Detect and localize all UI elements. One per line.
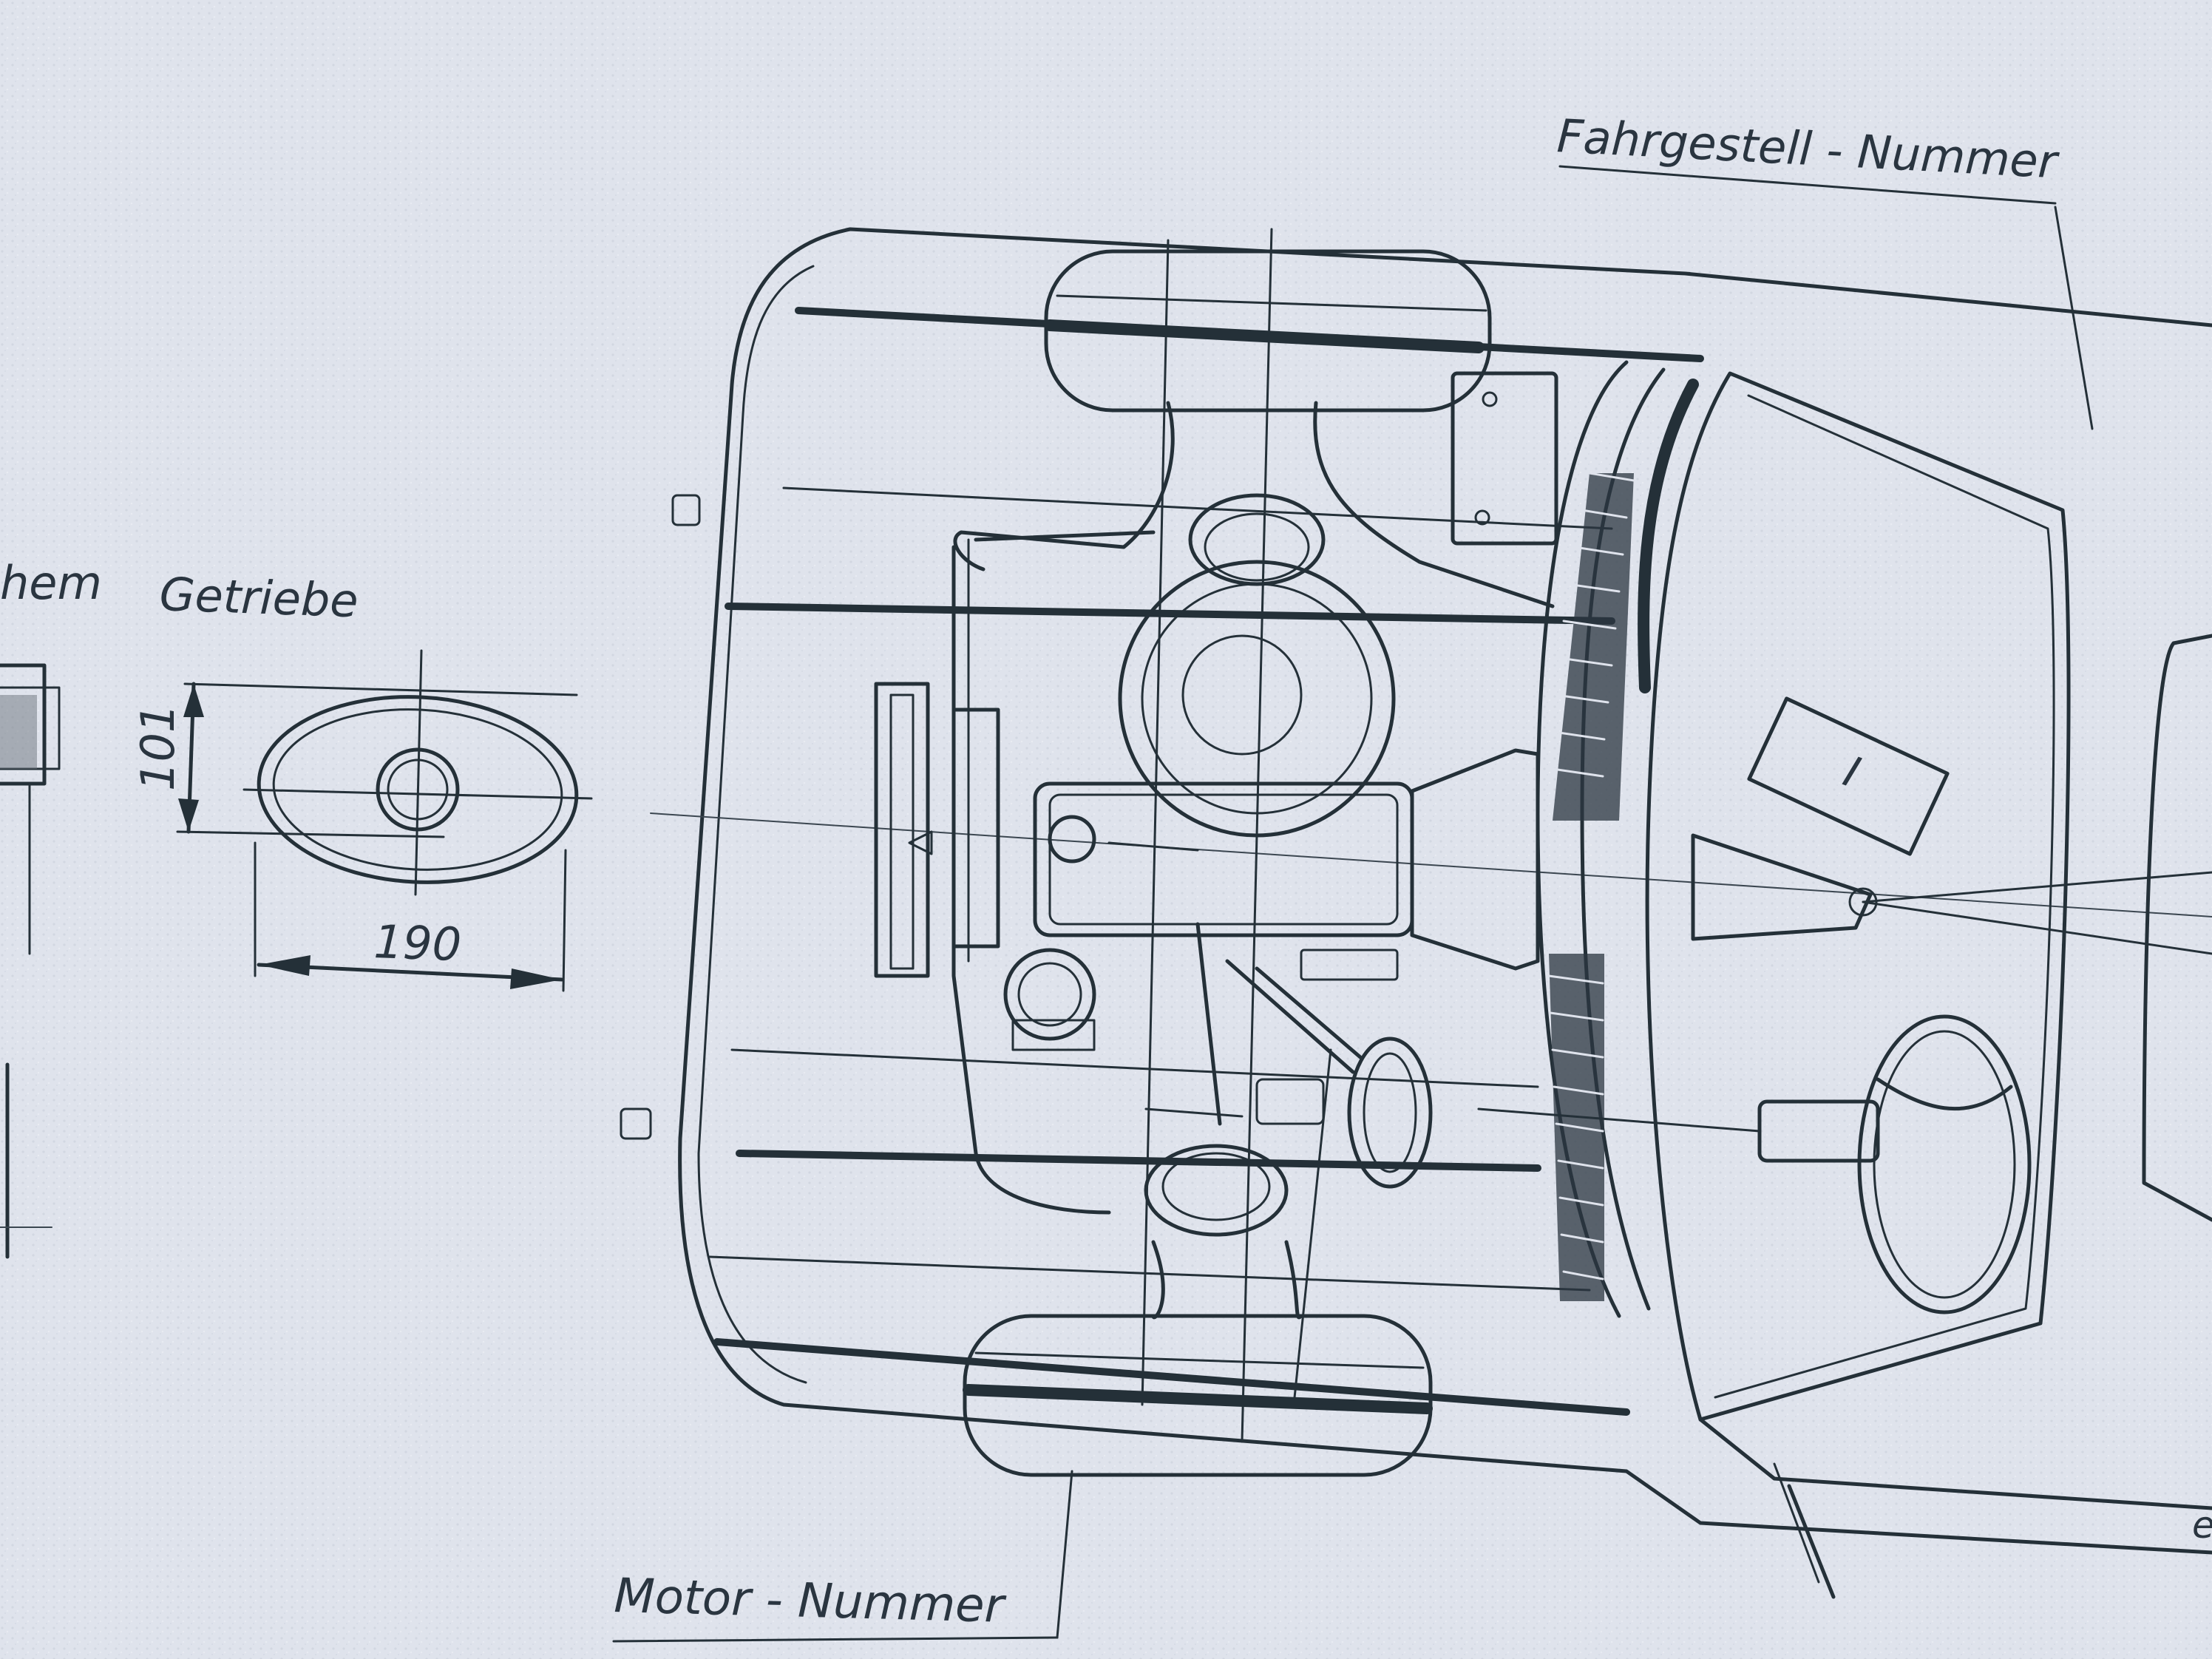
- front-right-wheel: [963, 1314, 1433, 1477]
- car-body: [620, 227, 2212, 1555]
- left-partial-component: [0, 663, 61, 1259]
- label-partial-right: e: [2192, 1504, 2212, 1547]
- gearbox-section: [176, 649, 593, 992]
- firewall-grille: [1536, 360, 1699, 1318]
- battery-box: [1451, 371, 1558, 546]
- cabin: [1477, 371, 2212, 1599]
- label-left-partial: hem: [0, 556, 102, 610]
- dimension-width: 190: [373, 915, 462, 971]
- leader-lines: [612, 165, 2094, 1643]
- dimension-height: 101: [131, 704, 185, 791]
- label-getriebe: Getriebe: [158, 567, 359, 628]
- label-motor-nummer: Motor - Nummer: [614, 1569, 1008, 1634]
- suspension: [953, 401, 1555, 1320]
- engine: [874, 228, 1540, 1443]
